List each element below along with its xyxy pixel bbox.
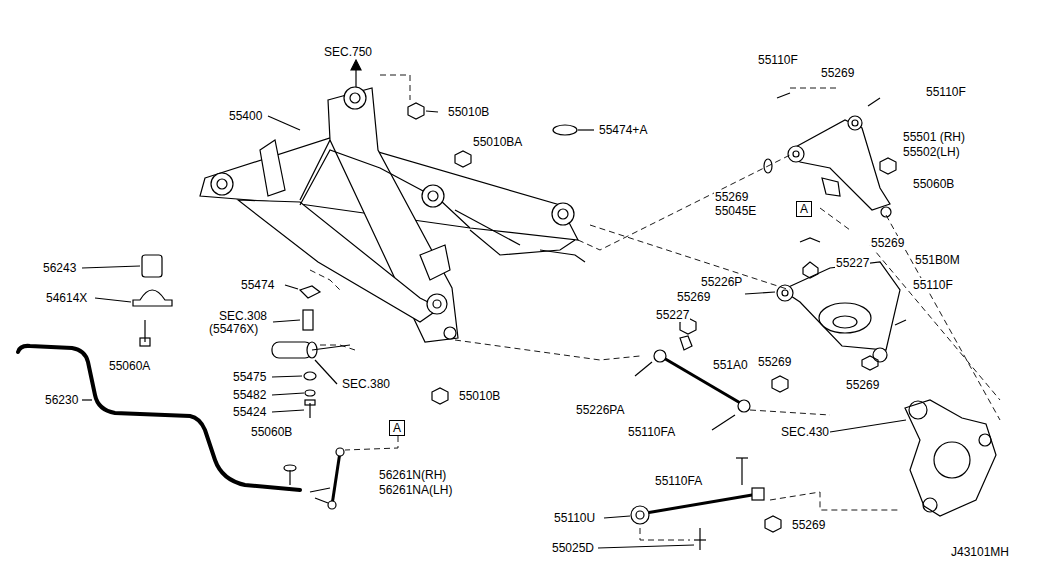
callout-number: 55110F [925,85,967,99]
callout-number: 55060A [108,359,151,373]
callout-number: SEC.308 [218,309,268,323]
callout-number: 55010B [458,389,501,403]
callout-number: SEC.430 [780,425,830,439]
knuckle [905,400,996,516]
link-rod [631,458,781,550]
bushing-parts [272,286,350,418]
callout-number: (55476X) [208,322,259,336]
callout-number: 55400 [228,109,263,123]
callout-number: 55269 [757,355,792,369]
callout-number: 56230 [44,393,79,407]
callout-number: 55424 [232,405,267,419]
callout-number: J43101MH [950,545,1010,559]
callout-number: 55110FA [627,425,676,439]
stabilizer-bar [18,255,344,509]
upper-arm [764,93,896,217]
callout-number: 55474 [240,278,275,292]
callout-number: 55110F [757,53,799,67]
callout-number: 551A0 [712,358,749,372]
callout-number: 55227 [835,256,870,270]
callout-number: 55010B [447,105,490,119]
reference-letter: A [393,421,401,435]
callout-number: 56261NA(LH) [378,483,453,497]
callout-number: 55269 [845,378,880,392]
callout-number: 54614X [45,291,88,305]
subframe [200,87,585,342]
callout-number: 55475 [232,370,267,384]
callout-number: 55269 [791,518,826,532]
callout-number: 55269 [676,290,711,304]
callout-number: 55010BA [472,135,523,149]
callout-number: 55502(LH) [902,145,961,159]
callout-number: 551B0M [914,253,961,267]
callout-number: 55474+A [598,123,648,137]
arrow-head [351,60,361,70]
callout-number: 56243 [42,261,77,275]
callout-number: SEC.380 [341,377,391,391]
assembly-line [310,75,1000,540]
callout-number: 55226P [700,275,743,289]
callout-number: 55482 [232,388,267,402]
callout-number: 55025D [551,541,595,555]
reference-letter: A [800,202,808,216]
callout-number: 55227 [655,308,690,322]
callout-number: 55045E [714,204,757,218]
reference-box: A [389,420,405,436]
callout-number: 55060B [250,425,293,439]
callout-number: 55110F [912,278,954,292]
reference-box: A [796,201,812,217]
callout-number: 55226PA [575,403,626,417]
callout-number: 55501 (RH) [902,130,966,144]
callout-number: 55269 [820,66,855,80]
leader-line [82,111,906,548]
callout-number: 56261N(RH) [378,468,447,482]
callout-number: 55110U [553,511,596,525]
lower-arm [745,238,906,370]
callout-number: 55110FA [654,474,703,488]
callout-number: SEC.750 [323,45,373,59]
callout-number: 55269 [870,236,905,250]
callout-number: 55269 [714,190,749,204]
callout-number: 55060B [912,177,955,191]
link-rod [635,318,788,430]
